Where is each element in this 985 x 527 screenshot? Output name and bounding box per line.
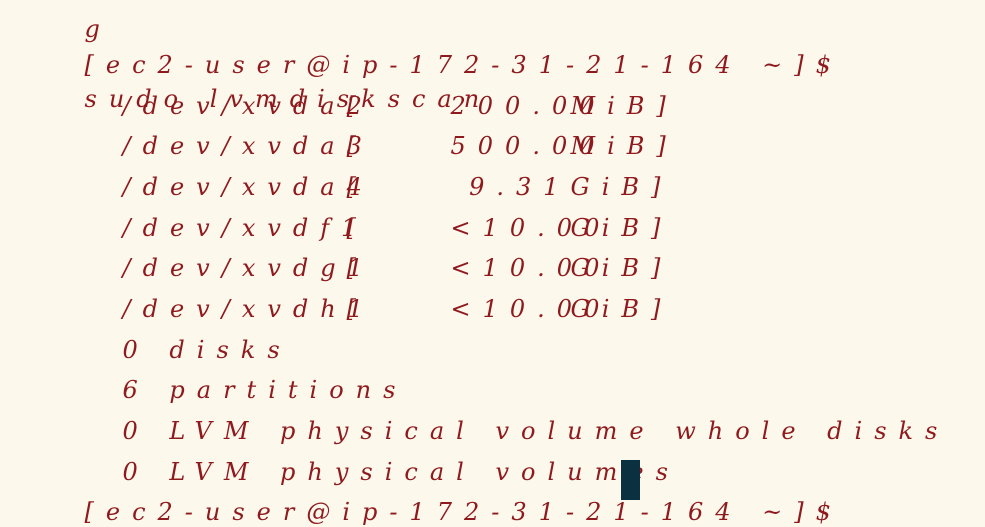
active-prompt-line[interactable]: [ec2-user@ip-172-31-21-164 ~]$	[6, 461, 843, 526]
shell-prompt: [ec2-user@ip-172-31-21-164 ~]$	[84, 498, 843, 526]
bracket-open: [	[346, 92, 368, 120]
bracket-open: [	[346, 132, 368, 160]
device-row: /dev/xvda2[200.00MiB]	[44, 55, 678, 120]
device-path: /dev/xvda2	[122, 92, 374, 120]
device-unit: GiB]	[570, 173, 673, 201]
summary-line: 0 LVM physical volume whole disks	[44, 380, 949, 445]
device-unit: GiB]	[570, 254, 673, 282]
partial-output-line: g	[6, 0, 112, 43]
bracket-open: [	[346, 295, 368, 323]
bracket-open: [	[346, 214, 368, 242]
device-size: 9.31	[469, 173, 571, 201]
device-size: 500.00	[450, 132, 607, 160]
device-row: /dev/xvdh1[ <10.00GiB]	[44, 258, 672, 323]
summary-line: 0 disks	[44, 299, 292, 364]
shell-prompt: [ec2-user@ip-172-31-21-164 ~]$	[84, 51, 843, 79]
device-row: /dev/xvda3[500.00MiB]	[44, 95, 678, 160]
summary-line: 6 partitions	[44, 339, 407, 404]
device-path: /dev/xvdf1	[122, 214, 369, 242]
device-path: /dev/xvdh1	[122, 295, 375, 323]
command-text: sudo lvmdiskscan	[84, 85, 492, 113]
terminal-cursor	[621, 460, 640, 500]
device-unit: GiB]	[570, 214, 673, 242]
device-unit: GiB]	[570, 295, 673, 323]
summary-text: 6 partitions	[122, 376, 408, 404]
command-line: [ec2-user@ip-172-31-21-164 ~]$ sudo lvmd…	[6, 14, 843, 113]
device-unit: MiB]	[570, 132, 678, 160]
device-row: /dev/xvdg1[<10.00GiB]	[44, 217, 672, 282]
device-path: /dev/xvda4	[122, 173, 374, 201]
device-unit: MiB]	[570, 92, 678, 120]
summary-text: 0 LVM physical volume whole disks	[122, 417, 950, 445]
summary-line: 0 LVM physical volumes	[44, 421, 680, 486]
device-row: /dev/xvda4[9.31GiB]	[44, 136, 672, 201]
device-path: /dev/xvda3	[122, 132, 374, 160]
summary-text: 0 disks	[122, 336, 292, 364]
device-path: /dev/xvdg1	[122, 254, 375, 282]
device-size: 200.00	[450, 92, 607, 120]
bracket-open: [	[346, 173, 368, 201]
bracket-open: [	[346, 254, 368, 282]
partial-output-text: g	[84, 15, 112, 43]
device-size: <10.00	[450, 295, 612, 323]
device-row: /dev/xvdf1[<10.00GiB]	[44, 177, 672, 242]
